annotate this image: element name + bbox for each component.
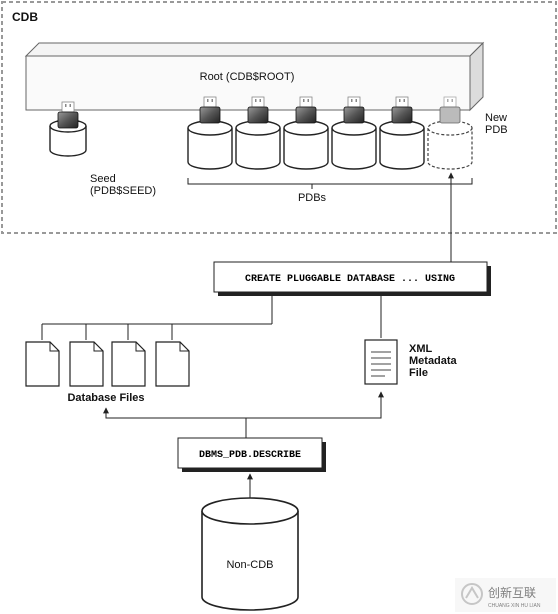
watermark-text: 创新互联 xyxy=(488,585,536,600)
describe-command-text: DBMS_PDB.DESCRIBE xyxy=(199,450,301,461)
xml-label-line1: XML xyxy=(409,343,433,355)
cdb-label: CDB xyxy=(12,10,38,24)
new-pdb-line2: PDB xyxy=(485,124,508,136)
create-command-text: CREATE PLUGGABLE DATABASE ... USING xyxy=(245,274,455,285)
seed-pdb xyxy=(49,101,87,157)
arrow-to-database-files xyxy=(103,407,247,438)
xml-file-icon xyxy=(364,339,398,385)
seed-label-line1: Seed xyxy=(90,173,116,185)
xml-label-line2: Metadata xyxy=(409,355,458,367)
root-label: Root (CDB$ROOT) xyxy=(200,71,295,83)
watermark-subtext: CHUANG XIN HU LIAN xyxy=(488,603,541,609)
pdb-2 xyxy=(235,96,281,170)
pdb-4 xyxy=(331,96,377,170)
pdb-5 xyxy=(379,96,425,170)
seed-label-line2: (PDB$SEED) xyxy=(90,185,156,197)
new-pdb-line1: New xyxy=(485,112,507,124)
database-file-icon-4 xyxy=(155,341,190,387)
pdb-3 xyxy=(283,96,329,170)
files-connector-tree xyxy=(41,296,273,340)
pdbs-label: PDBs xyxy=(298,192,327,204)
arrow-to-xml-file xyxy=(246,391,384,419)
describe-command-box xyxy=(177,437,326,472)
non-cdb-label: Non-CDB xyxy=(226,559,273,571)
database-files-label: Database Files xyxy=(67,392,144,404)
database-file-icon-2 xyxy=(69,341,104,387)
root-container xyxy=(24,41,485,112)
watermark-logo: 创新互联 CHUANG XIN HU LIAN xyxy=(455,578,556,612)
cdb-container xyxy=(1,1,557,234)
pdbs-bracket xyxy=(187,178,473,189)
non-cdb-cylinder xyxy=(201,497,299,611)
pdb-1 xyxy=(187,96,233,170)
database-file-icon-1 xyxy=(25,341,60,387)
new-pdb xyxy=(427,96,473,170)
create-command-box xyxy=(213,261,491,296)
database-file-icon-3 xyxy=(111,341,146,387)
xml-label-line3: File xyxy=(409,367,428,379)
